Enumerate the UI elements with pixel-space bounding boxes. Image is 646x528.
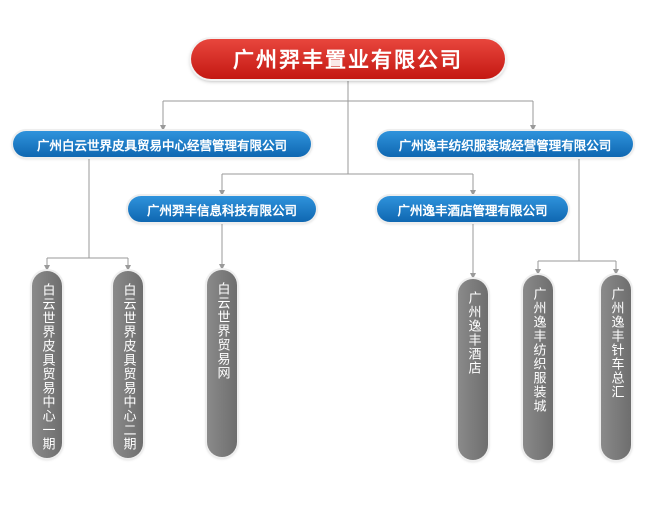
leaf-needle-car-label: 广州逸丰针车总汇	[608, 287, 624, 399]
leaf-phase-two-label: 白云世界皮具贸易中心二期	[120, 283, 136, 451]
leaf-trade-net-label: 白云世界贸易网	[214, 282, 230, 380]
leaf-hotel: 广州逸丰酒店	[458, 279, 488, 460]
root-company-node: 广州羿丰置业有限公司	[191, 39, 505, 79]
baiyun-management-label: 广州白云世界皮具贸易中心经营管理有限公司	[36, 137, 287, 153]
leaf-phase-one-label: 白云世界皮具贸易中心一期	[39, 283, 55, 451]
leaf-phase-one: 白云世界皮具贸易中心一期	[32, 271, 62, 458]
baiyun-management-node: 广州白云世界皮具贸易中心经营管理有限公司	[13, 131, 311, 157]
leaf-hotel-label: 广州逸丰酒店	[465, 291, 481, 375]
leaf-phase-two: 白云世界皮具贸易中心二期	[113, 271, 143, 458]
hotel-management-node: 广州逸丰酒店管理有限公司	[377, 196, 568, 222]
leaf-needle-car: 广州逸丰针车总汇	[601, 275, 631, 460]
yifeng-info-tech-node: 广州羿丰信息科技有限公司	[128, 196, 316, 222]
hotel-management-label: 广州逸丰酒店管理有限公司	[397, 202, 548, 218]
root-company-label: 广州羿丰置业有限公司	[233, 48, 463, 72]
textile-management-label: 广州逸丰纺织服装城经营管理有限公司	[398, 137, 612, 153]
yifeng-info-tech-label: 广州羿丰信息科技有限公司	[146, 202, 297, 218]
leaf-trade-net: 白云世界贸易网	[207, 270, 237, 457]
leaf-textile-city-label: 广州逸丰纺织服装城	[530, 287, 546, 413]
leaf-textile-city: 广州逸丰纺织服装城	[523, 275, 553, 460]
textile-management-node: 广州逸丰纺织服装城经营管理有限公司	[377, 131, 633, 157]
